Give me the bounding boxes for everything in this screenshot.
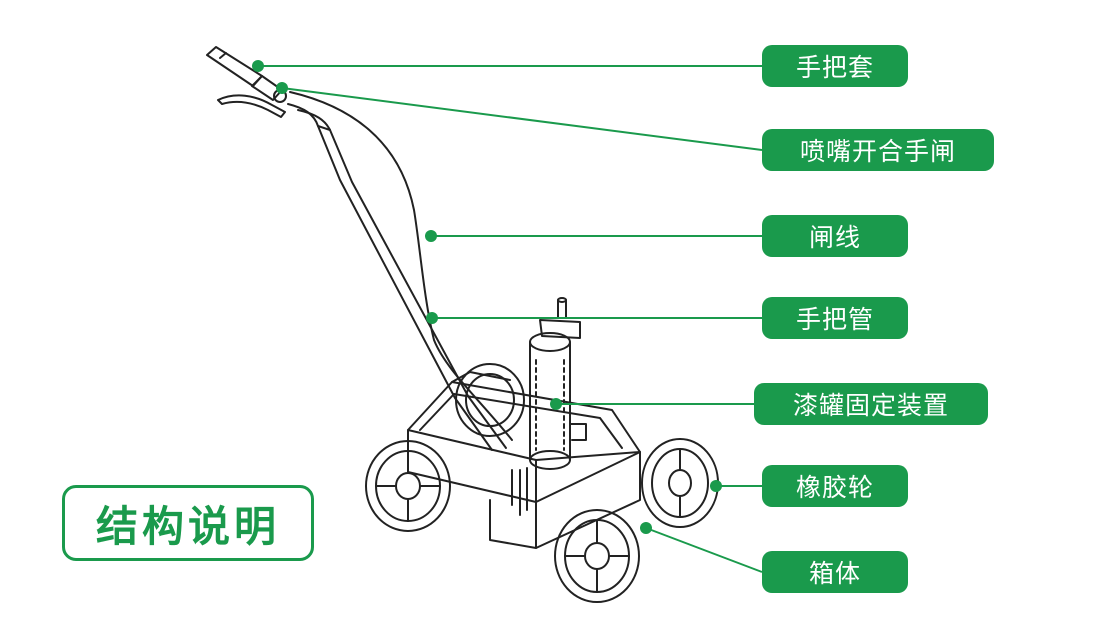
leader-lines bbox=[258, 65, 763, 573]
nozzle-lever-drawing bbox=[217, 89, 287, 118]
leader-box-body bbox=[645, 527, 763, 573]
leader-nozzle-lever bbox=[281, 87, 763, 151]
dot-can-holder bbox=[550, 398, 562, 410]
front-right-wheel-drawing bbox=[554, 509, 640, 603]
dot-box-body bbox=[640, 522, 652, 534]
rear-right-wheel-drawing bbox=[641, 438, 719, 528]
dot-brake-cable bbox=[425, 230, 437, 242]
dot-nozzle-lever bbox=[276, 82, 288, 94]
label-nozzle-lever: 喷嘴开合手闸 bbox=[762, 129, 994, 171]
back-wheel-drawing bbox=[455, 363, 525, 437]
front-stake-drawing bbox=[511, 467, 528, 516]
brake-cable-drawing bbox=[289, 91, 513, 441]
paint-can-holder-drawing bbox=[529, 297, 587, 470]
label-brake-cable: 闸线 bbox=[762, 215, 908, 257]
diagram-title: 结构说明 bbox=[62, 485, 314, 561]
front-left-wheel-drawing bbox=[365, 440, 451, 532]
handle-tube-drawing bbox=[287, 103, 507, 451]
label-can-holder: 漆罐固定装置 bbox=[754, 383, 988, 425]
dot-rubber-wheel bbox=[710, 480, 722, 492]
label-rubber-wheel: 橡胶轮 bbox=[762, 465, 908, 507]
dot-handle-tube bbox=[426, 312, 438, 324]
label-box-body: 箱体 bbox=[762, 551, 908, 593]
grip-sleeve-drawing bbox=[206, 46, 283, 101]
dot-grip-sleeve bbox=[252, 60, 264, 72]
label-grip-sleeve: 手把套 bbox=[762, 45, 908, 87]
label-handle-tube: 手把管 bbox=[762, 297, 908, 339]
leader-dots bbox=[252, 60, 722, 534]
